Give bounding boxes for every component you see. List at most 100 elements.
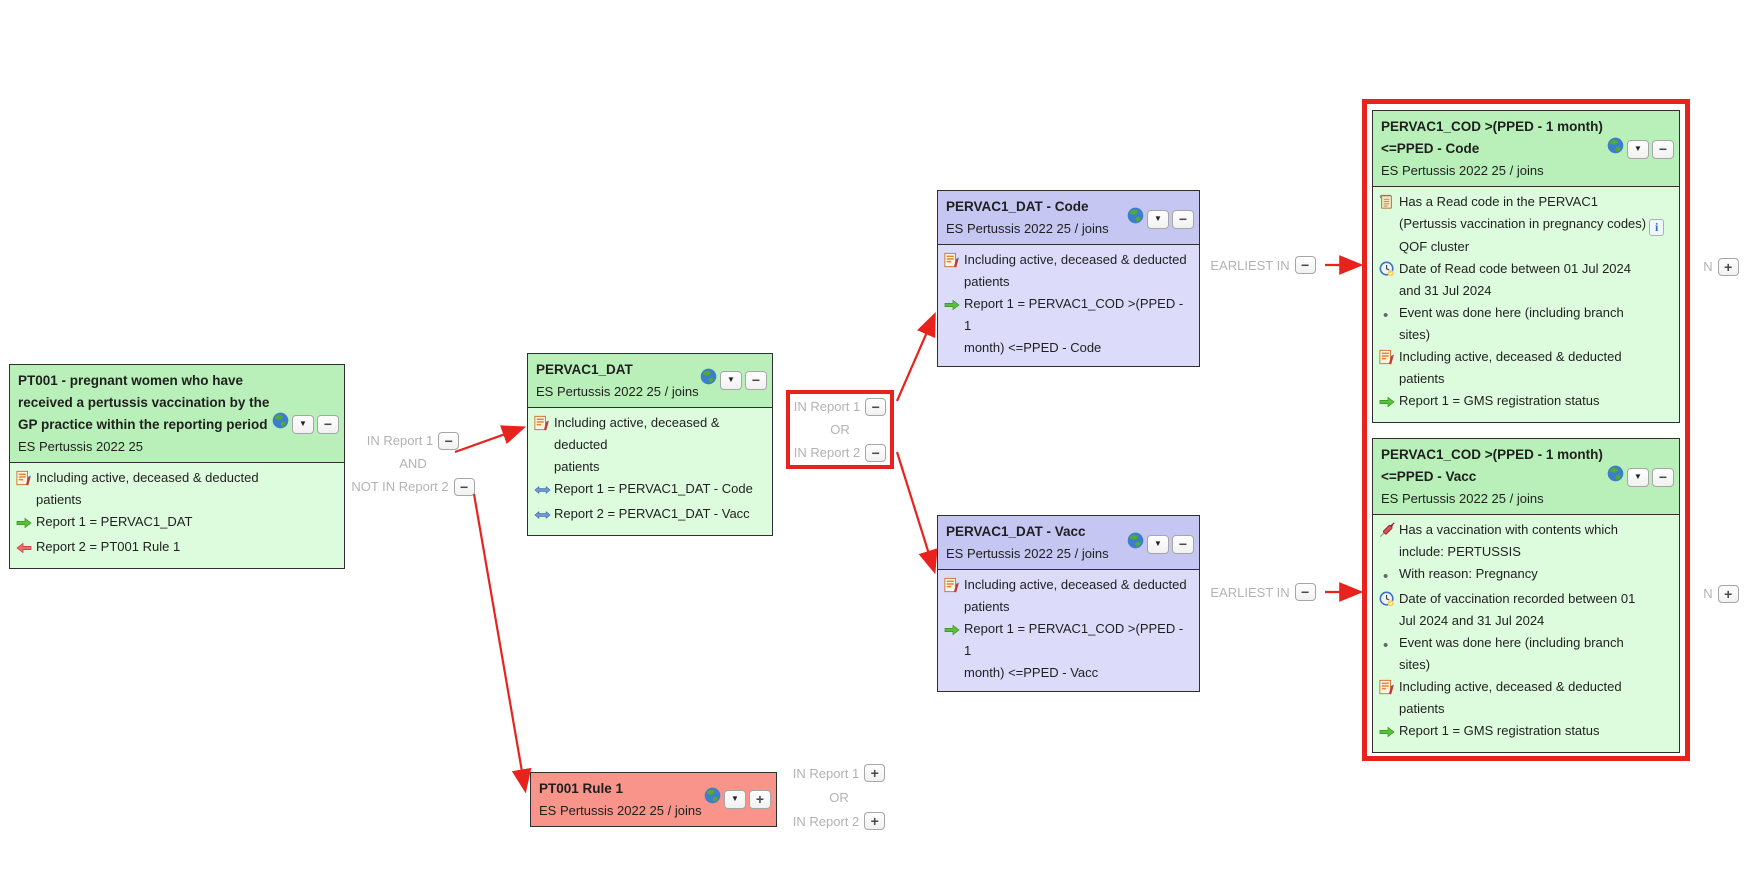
collapse-button[interactable]: −: [865, 397, 887, 416]
node-header[interactable]: PT001 - pregnant women who have received…: [10, 365, 344, 463]
connector-line: EARLIEST IN−: [1206, 253, 1320, 277]
collapse-button[interactable]: −: [1172, 209, 1194, 229]
collapse-button[interactable]: −: [1652, 467, 1674, 487]
node-subtitle: ES Pertussis 2022 25 / joins: [536, 384, 699, 399]
connector-label: IN Report 1: [366, 433, 434, 448]
criterion-text: Report 1 = PERVAC1_DAT - Code: [554, 481, 753, 496]
expand-button[interactable]: +: [864, 764, 886, 782]
dropdown-caret-button[interactable]: ▼: [724, 789, 746, 809]
expand-button[interactable]: +: [1717, 584, 1739, 603]
criterion-text: Report 1 = PERVAC1_COD >(PPED - 1 month)…: [964, 621, 1184, 680]
dropdown-caret-button[interactable]: ▼: [720, 370, 742, 390]
globe-icon: [704, 787, 721, 811]
node-header[interactable]: PT001 Rule 1 ES Pertussis 2022 25 / join…: [531, 773, 776, 826]
read-code-icon: [1379, 191, 1399, 217]
vaccination-icon: [1379, 519, 1399, 545]
collapse-button[interactable]: −: [745, 370, 767, 390]
expand-button[interactable]: +: [864, 812, 886, 830]
node-header[interactable]: PERVAC1_DAT - Vacc ES Pertussis 2022 25 …: [938, 516, 1199, 570]
connector-line: IN Report 2−: [792, 441, 888, 464]
node-header[interactable]: PERVAC1_COD >(PPED - 1 month) <=PPED - V…: [1373, 439, 1679, 515]
node-title: PERVAC1_COD >(PPED - 1 month) <=PPED - C…: [1381, 119, 1603, 156]
collapse-button[interactable]: −: [317, 414, 339, 434]
criterion-row: Including active, deceased & deducted pa…: [16, 467, 284, 511]
connector-label: EARLIEST IN: [1210, 257, 1290, 273]
report-arrow-left-icon: [16, 536, 36, 561]
date-icon: [1379, 258, 1399, 284]
connector-earliest-in-bottom: EARLIEST IN−: [1206, 580, 1320, 604]
rule-node-pervac1-cod-vacc: PERVAC1_COD >(PPED - 1 month) <=PPED - V…: [1372, 438, 1680, 753]
report-arrow-right-icon: [1379, 720, 1399, 745]
criterion-text: Including active, deceased & deducted pa…: [964, 577, 1187, 614]
criterion-row: Has a vaccination with contents which in…: [1379, 519, 1671, 563]
bullet-icon: •: [1383, 568, 1389, 585]
criterion-text: Date of vaccination recorded between 01 …: [1399, 591, 1636, 628]
node-body: Including active, deceased & deducted pa…: [938, 245, 1199, 366]
date-icon: [1379, 588, 1399, 614]
flow-arrow: [895, 451, 938, 575]
connector-label: IN Report 1: [792, 765, 860, 781]
collapse-button[interactable]: −: [1652, 139, 1674, 159]
criterion-row: Report 1 = GMS registration status: [1379, 390, 1671, 415]
flow-arrow: [895, 311, 936, 402]
node-header[interactable]: PERVAC1_DAT ES Pertussis 2022 25 / joins…: [528, 354, 772, 408]
collapse-button[interactable]: −: [1294, 256, 1316, 274]
globe-icon: [700, 368, 717, 392]
criterion-text: Date of Read code between 01 Jul 2024 an…: [1399, 260, 1632, 298]
criterion-row: Report 2 = PERVAC1_DAT - Vacc: [534, 503, 768, 528]
collapse-button[interactable]: −: [1172, 534, 1194, 554]
dropdown-caret-button[interactable]: ▼: [292, 414, 314, 434]
globe-icon: [1127, 207, 1144, 231]
node-body: Including active, deceased & deducted pa…: [938, 570, 1199, 691]
connector-label: OR: [830, 422, 850, 437]
criterion-row: •Event was done here (including branch s…: [1379, 632, 1671, 676]
criterion-row: Date of Read code between 01 Jul 2024 an…: [1379, 258, 1671, 302]
node-subtitle: ES Pertussis 2022 25 / joins: [1381, 163, 1544, 178]
criterion-row: •Event was done here (including branch s…: [1379, 302, 1671, 346]
connector-line: IN Report 1−: [792, 395, 888, 418]
globe-icon: [1607, 137, 1624, 161]
dropdown-caret-button[interactable]: ▼: [1627, 467, 1649, 487]
node-title: PT001 - pregnant women who have received…: [18, 373, 270, 432]
expand-button[interactable]: +: [749, 789, 771, 809]
include-patients-icon: [1379, 346, 1399, 372]
collapse-button[interactable]: −: [865, 443, 887, 462]
node-subtitle: ES Pertussis 2022 25 / joins: [539, 803, 702, 818]
globe-icon: [1127, 532, 1144, 556]
node-body: Has a Read code in the PERVAC1 (Pertussi…: [1373, 187, 1679, 422]
criterion-text: Report 1 = PERVAC1_DAT: [36, 514, 193, 529]
node-header[interactable]: PERVAC1_DAT - Code ES Pertussis 2022 25 …: [938, 191, 1199, 245]
rule-node-pervac1-dat-code: PERVAC1_DAT - Code ES Pertussis 2022 25 …: [937, 190, 1200, 367]
node-body: Including active, deceased & deducted pa…: [10, 463, 344, 568]
collapse-button[interactable]: −: [438, 431, 460, 450]
rule-node-pervac1-dat: PERVAC1_DAT ES Pertussis 2022 25 / joins…: [527, 353, 773, 536]
criterion-text: Has a Read code in the PERVAC1 (Pertussi…: [1399, 191, 1671, 258]
connector-line: IN Report 1+: [786, 761, 892, 785]
globe-icon: [1607, 465, 1624, 489]
report-link-icon: [534, 503, 554, 528]
connector-line: OR: [792, 418, 888, 441]
expand-button[interactable]: +: [1717, 257, 1739, 276]
dropdown-caret-button[interactable]: ▼: [1147, 534, 1169, 554]
dropdown-caret-button[interactable]: ▼: [1147, 209, 1169, 229]
dropdown-caret-button[interactable]: ▼: [1627, 139, 1649, 159]
criterion-text: Including active, deceased & deducted pa…: [1399, 348, 1622, 386]
node-header[interactable]: PERVAC1_COD >(PPED - 1 month) <=PPED - C…: [1373, 111, 1679, 187]
node-title: PT001 Rule 1: [539, 781, 624, 796]
collapse-button[interactable]: −: [1294, 583, 1316, 601]
rule-node-pt001: PT001 - pregnant women who have received…: [9, 364, 345, 569]
connector-clipped-bottom: N+: [1691, 582, 1748, 605]
connector-label: OR: [829, 789, 849, 805]
include-patients-icon: [1379, 676, 1399, 702]
criterion-text: Event was done here (including branch si…: [1399, 304, 1624, 342]
criterion-row: Report 1 = PERVAC1_COD >(PPED - 1 month)…: [944, 293, 1191, 359]
connector-line: NOT IN Report 2−: [346, 475, 480, 498]
info-icon[interactable]: i: [1649, 218, 1665, 236]
connector-label: N: [1703, 259, 1713, 274]
node-subtitle: ES Pertussis 2022 25 / joins: [946, 546, 1109, 561]
collapse-button[interactable]: −: [453, 477, 475, 496]
node-body: Has a vaccination with contents which in…: [1373, 515, 1679, 752]
criterion-text: Event was done here (including branch si…: [1399, 635, 1624, 672]
criterion-row: Report 2 = PT001 Rule 1: [16, 536, 284, 561]
